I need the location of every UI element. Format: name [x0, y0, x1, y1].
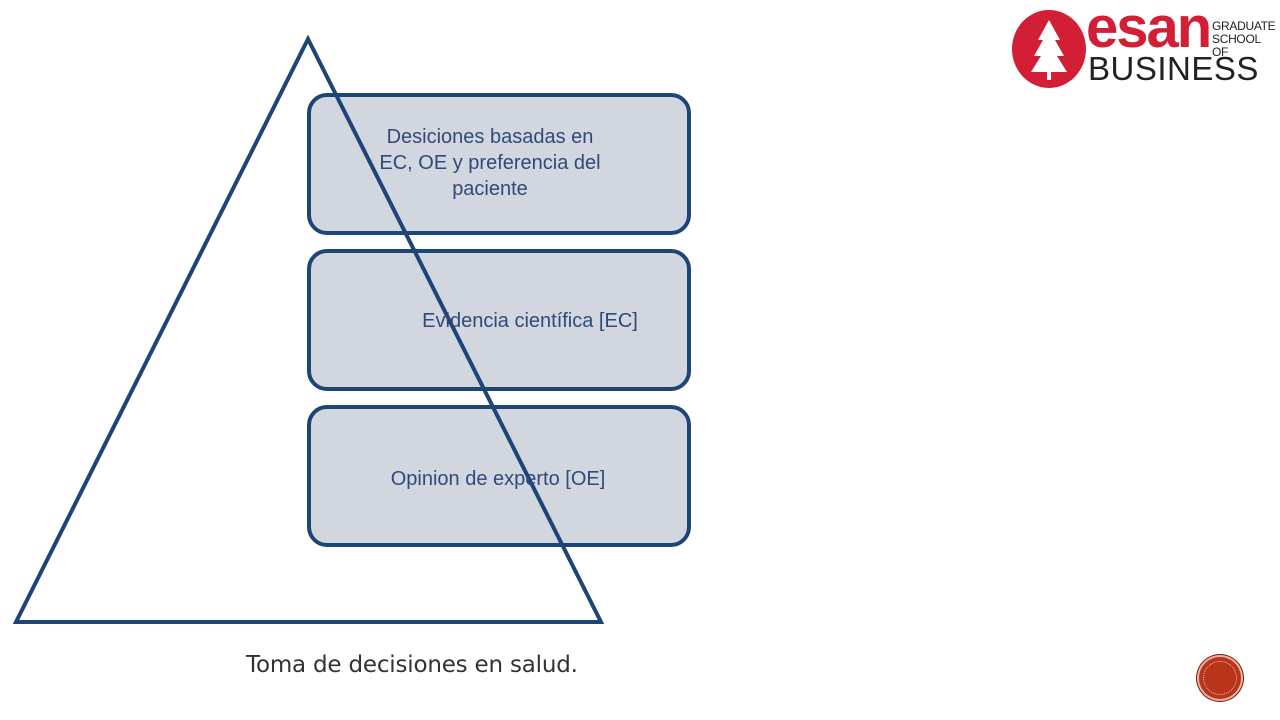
box-top	[307, 93, 691, 235]
pyramid-triangle	[12, 34, 605, 624]
box-top-label-line2: EC, OE y preferencia del	[379, 152, 601, 174]
logo-wordmark: esan	[1086, 0, 1212, 60]
box-top-label-line3: paciente	[452, 178, 528, 200]
esan-logo: esan GRADUATE SCHOOL OF BUSINESS	[1008, 0, 1276, 92]
box-bottom-label: Opinion de experto [OE]	[348, 466, 648, 492]
box-bottom	[307, 405, 691, 547]
logo-tagline: GRADUATE SCHOOL OF	[1212, 19, 1276, 59]
logo-tagline-line1: GRADUATE	[1212, 19, 1276, 33]
diagram-caption: Toma de decisiones en salud.	[246, 652, 578, 678]
tree-emblem-icon	[1012, 10, 1086, 88]
circle-nav-icon[interactable]	[1197, 655, 1243, 701]
box-middle-label-line1: Evidencia científica [EC]	[422, 310, 638, 332]
box-top-label-line1: Desiciones basadas en	[386, 126, 594, 148]
logo-tagline-line2: SCHOOL OF	[1212, 32, 1261, 59]
box-middle	[307, 249, 691, 391]
logo-business: BUSINESS	[1088, 50, 1259, 87]
nav-button-ring	[1203, 661, 1237, 695]
box-bottom-label-line1: Opinion de experto [OE]	[390, 468, 606, 490]
box-middle-label: Evidencia científica [EC]	[380, 308, 680, 334]
box-top-label: Desiciones basadas en EC, OE y preferenc…	[330, 124, 650, 202]
